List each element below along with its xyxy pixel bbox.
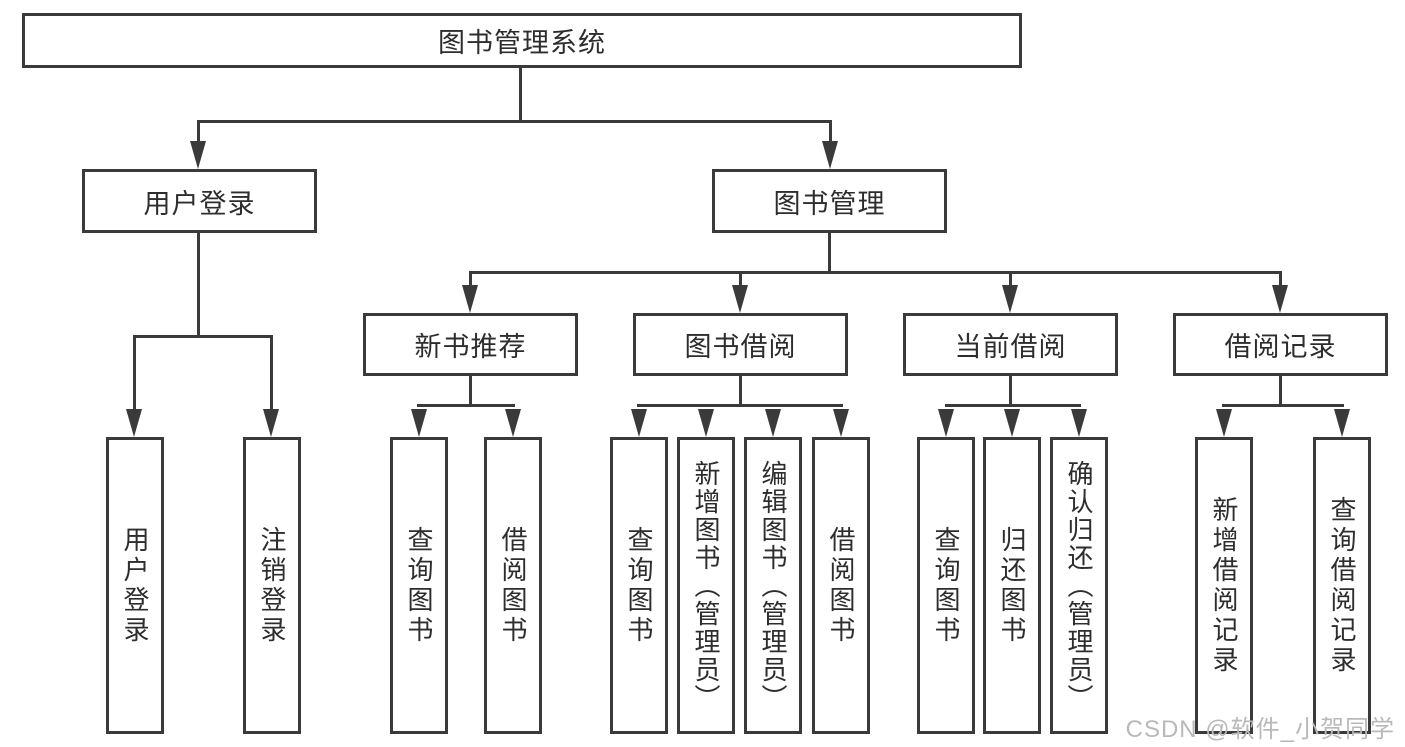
connector-line	[1222, 404, 1344, 407]
node-new-book-recommend-label: 新书推荐	[414, 332, 527, 362]
connector-line	[197, 120, 832, 123]
arrow-down-icon	[631, 409, 647, 437]
node-book-management: 图书管理	[712, 169, 947, 233]
leaf-logout: 注销登录	[243, 437, 301, 734]
arrow-down-icon	[1004, 409, 1020, 437]
arrow-down-icon	[765, 409, 781, 437]
connector-line	[519, 66, 522, 123]
leaf-user-login-label: 用户登录	[120, 525, 150, 646]
leaf-query-borrow-record-label: 查询借阅记录	[1327, 495, 1357, 676]
arrow-down-icon	[822, 141, 838, 169]
leaf-query-book-3-label: 查询图书	[931, 525, 961, 646]
connector-line	[1279, 374, 1282, 407]
leaf-query-book-1: 查询图书	[390, 437, 448, 734]
node-borrow-record: 借阅记录	[1173, 313, 1388, 376]
connector-line	[739, 374, 742, 407]
leaf-edit-book-admin: 编辑图书（管理员）	[744, 437, 802, 734]
arrow-down-icon	[698, 409, 714, 437]
connector-line	[417, 404, 515, 407]
leaf-confirm-return-admin: 确认归还（管理员）	[1050, 437, 1108, 734]
arrow-down-icon	[263, 409, 279, 437]
leaf-add-book-admin-label: 新增图书（管理员）	[691, 459, 721, 712]
leaf-add-book-admin: 新增图书（管理员）	[677, 437, 735, 734]
leaf-borrow-book-2-label: 借阅图书	[826, 525, 856, 646]
leaf-add-borrow-record-label: 新增借阅记录	[1209, 495, 1239, 676]
node-user-login-label: 用户登录	[143, 188, 256, 219]
node-root: 图书管理系统	[22, 13, 1022, 68]
arrow-down-icon	[190, 141, 206, 169]
arrow-down-icon	[833, 409, 849, 437]
arrow-down-icon	[938, 409, 954, 437]
arrow-down-icon	[411, 409, 427, 437]
connector-line	[1009, 374, 1012, 407]
node-current-borrow: 当前借阅	[903, 313, 1118, 376]
connector-line	[945, 404, 1081, 407]
connector-line	[469, 271, 472, 287]
leaf-query-book-2-label: 查询图书	[624, 525, 654, 646]
arrow-down-icon	[505, 409, 521, 437]
connector-line	[829, 120, 832, 145]
leaf-edit-book-admin-label: 编辑图书（管理员）	[758, 459, 788, 712]
connector-line	[828, 231, 831, 274]
arrow-down-icon	[462, 285, 478, 313]
arrow-down-icon	[1334, 409, 1350, 437]
leaf-logout-label: 注销登录	[257, 525, 287, 646]
node-borrow-record-label: 借阅记录	[1224, 332, 1337, 362]
connector-line	[133, 335, 136, 411]
node-book-management-label: 图书管理	[773, 188, 886, 219]
leaf-return-book: 归还图书	[983, 437, 1041, 734]
arrow-down-icon	[126, 409, 142, 437]
leaf-borrow-book-2: 借阅图书	[812, 437, 870, 734]
leaf-query-book-2: 查询图书	[610, 437, 668, 734]
node-book-borrow: 图书借阅	[633, 313, 848, 376]
leaf-return-book-label: 归还图书	[997, 525, 1027, 646]
node-root-label: 图书管理系统	[438, 28, 606, 58]
node-user-login: 用户登录	[82, 169, 317, 233]
connector-line	[637, 404, 843, 407]
connector-line	[739, 271, 742, 287]
connector-line	[270, 335, 273, 411]
node-new-book-recommend: 新书推荐	[363, 313, 578, 376]
arrow-down-icon	[1216, 409, 1232, 437]
arrow-down-icon	[1002, 285, 1018, 313]
connector-line	[1009, 271, 1012, 287]
leaf-add-borrow-record: 新增借阅记录	[1195, 437, 1253, 734]
arrow-down-icon	[1272, 285, 1288, 313]
connector-line	[469, 271, 1282, 274]
connector-line	[469, 374, 472, 407]
leaf-user-login: 用户登录	[106, 437, 164, 734]
leaf-borrow-book-1: 借阅图书	[484, 437, 542, 734]
connector-line	[1279, 271, 1282, 287]
leaf-query-borrow-record: 查询借阅记录	[1313, 437, 1371, 734]
node-book-borrow-label: 图书借阅	[684, 332, 797, 362]
arrow-down-icon	[732, 285, 748, 313]
connector-line	[197, 231, 200, 338]
leaf-query-book-1-label: 查询图书	[404, 525, 434, 646]
arrow-down-icon	[1071, 409, 1087, 437]
node-current-borrow-label: 当前借阅	[954, 332, 1067, 362]
connector-line	[197, 120, 200, 145]
csdn-watermark: CSDN @软件_小贺同学	[1125, 716, 1395, 743]
connector-line	[133, 335, 273, 338]
leaf-borrow-book-1-label: 借阅图书	[498, 525, 528, 646]
leaf-confirm-return-admin-label: 确认归还（管理员）	[1064, 459, 1094, 712]
leaf-query-book-3: 查询图书	[917, 437, 975, 734]
